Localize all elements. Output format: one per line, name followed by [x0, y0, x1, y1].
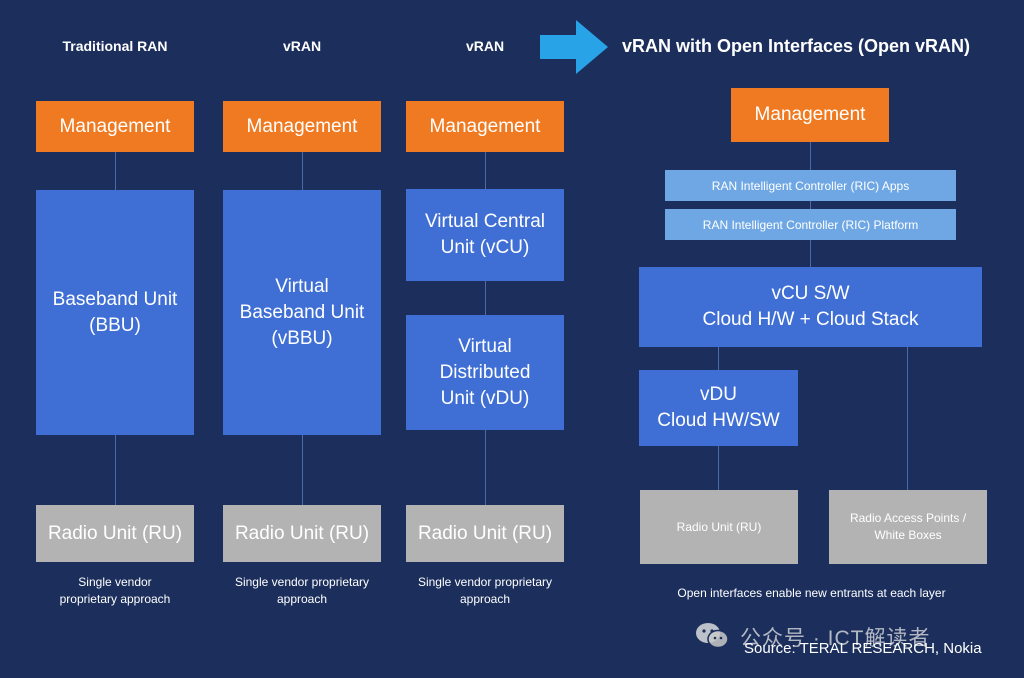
column-heading-open-vran: vRAN with Open Interfaces (Open vRAN) [622, 36, 971, 56]
connector-line [718, 347, 719, 370]
open-vran-caption: Open interfaces enable new entrants at e… [677, 586, 946, 600]
column-caption: Single vendor proprietary approach [417, 575, 553, 606]
radio-unit-box: Radio Unit (RU) [36, 505, 194, 562]
management-box: Management [223, 101, 381, 152]
source-credit: Source: TERAL RESEARCH, Nokia [744, 640, 982, 657]
connector-line [302, 152, 303, 190]
virtual-baseband-unit-box: Virtual Baseband Unit (vBBU) [223, 190, 381, 435]
connector-line [810, 240, 811, 267]
column-caption: Single vendor proprietary approach [234, 575, 370, 606]
management-box: Management [731, 88, 889, 142]
connector-line [810, 142, 811, 170]
column-heading-vran: vRAN [282, 38, 322, 54]
radio-unit-box: Radio Unit (RU) [223, 505, 381, 562]
connector-line [302, 435, 303, 505]
management-box: Management [406, 101, 564, 152]
column-heading-traditional-ran: Traditional RAN [62, 38, 168, 54]
connector-line [810, 201, 811, 209]
radio-unit-box: Radio Unit (RU) [640, 490, 798, 564]
radio-access-points-box: Radio Access Points / White Boxes [829, 490, 987, 564]
connector-line [485, 152, 486, 189]
management-box: Management [36, 101, 194, 152]
ric-apps-box: RAN Intelligent Controller (RIC) Apps [665, 170, 956, 201]
radio-unit-box: Radio Unit (RU) [406, 505, 564, 562]
connector-line [718, 446, 719, 490]
connector-line [907, 347, 908, 490]
connector-line [485, 430, 486, 505]
wechat-icon [696, 623, 729, 649]
ric-platform-box: RAN Intelligent Controller (RIC) Platfor… [665, 209, 956, 240]
vcu-cloud-stack-box: vCU S/W Cloud H/W + Cloud Stack [639, 267, 982, 347]
vdu-cloud-box: vDU Cloud HW/SW [639, 370, 798, 446]
watermark-text: 公众号 · ICT解读者 [740, 627, 931, 650]
column-caption: Single vendor proprietary approach [59, 575, 171, 606]
connector-line [115, 152, 116, 190]
connector-line [115, 435, 116, 505]
baseband-unit-box: Baseband Unit (BBU) [36, 190, 194, 435]
column-heading-vran-split: vRAN [465, 38, 505, 54]
virtual-central-unit-box: Virtual Central Unit (vCU) [406, 189, 564, 281]
virtual-distributed-unit-box: Virtual Distributed Unit (vDU) [406, 315, 564, 430]
connector-line [485, 281, 486, 315]
right-arrow-icon [540, 20, 608, 74]
